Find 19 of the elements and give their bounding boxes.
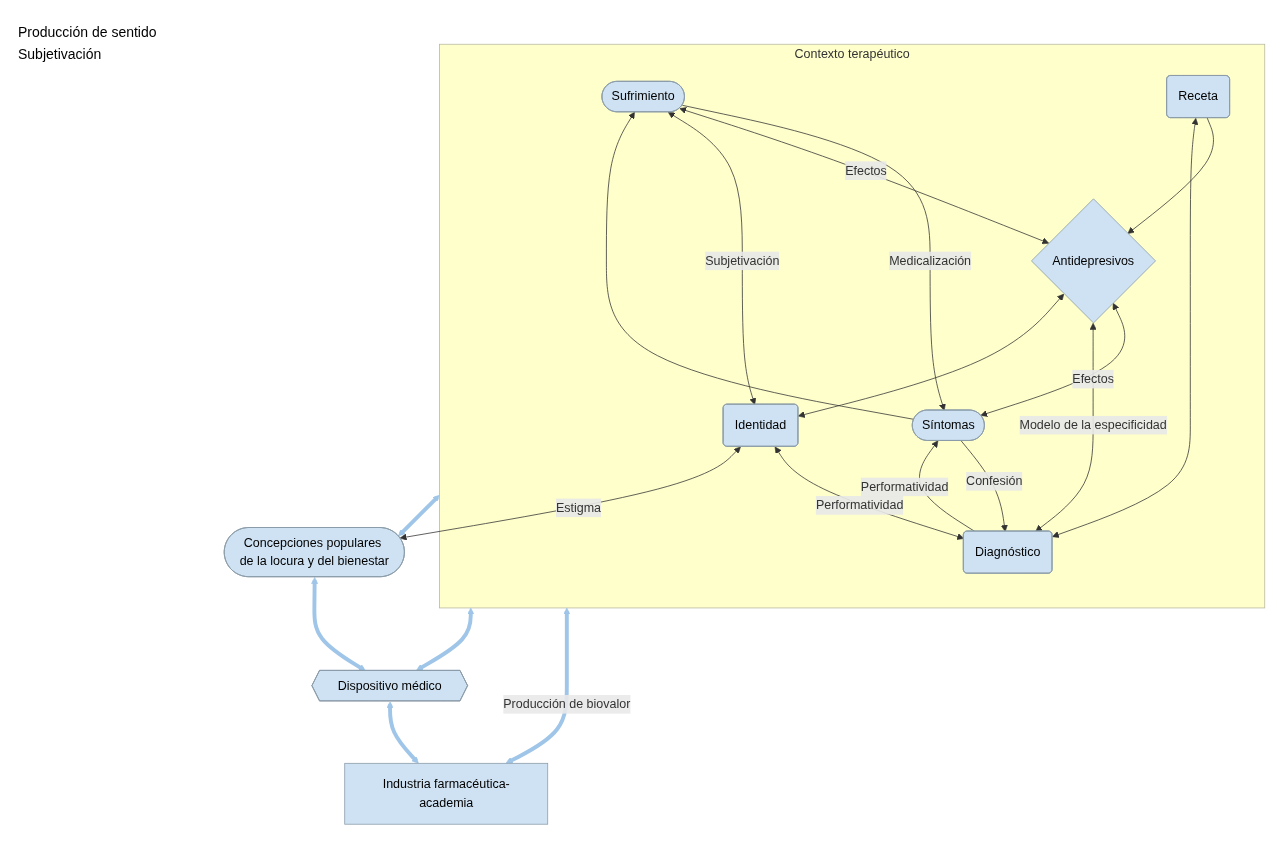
edge-label: Estigma (555, 500, 602, 514)
edge-label: Subjetivación (705, 253, 780, 267)
arrow (505, 607, 571, 764)
node-box: Industria farmacéutica-academia (344, 762, 549, 825)
edge-label: Confesión (966, 474, 1023, 488)
edge-label: Modelo de la especificidad (1019, 417, 1167, 432)
arrow (386, 701, 419, 764)
note-label: Producción de sentido (18, 24, 158, 40)
node-diamond: Antidepresivos (1031, 198, 1156, 324)
arrow (416, 607, 475, 671)
edge-label: Medicalización (889, 253, 972, 267)
edge-label: Performatividad (860, 479, 949, 493)
edge-label: Efectos (845, 163, 887, 177)
arrow (311, 576, 366, 671)
arrow (398, 494, 440, 537)
note-label: Subjetivación (18, 46, 103, 62)
edge-label: Efectos (1072, 371, 1114, 386)
edge-label: Performatividad (815, 498, 904, 512)
edge-label: Producción de biovalor (503, 697, 631, 711)
